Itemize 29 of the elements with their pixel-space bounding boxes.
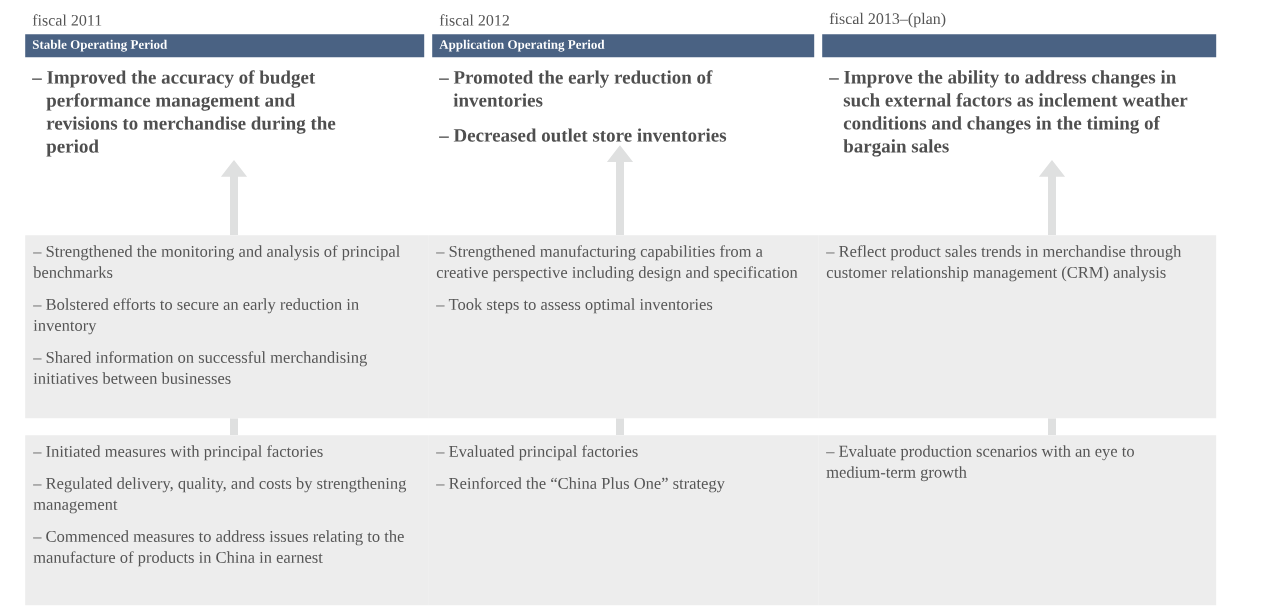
node-label: – Evaluated principal factories: [436, 445, 638, 461]
period-bar: Application Operating Period: [432, 34, 815, 58]
measures-panel: – Strengthened the monitoring and analysis of principal benchmarks – Bolstered efforts to secure an early reduction in inventory – Shared information on successful merchandising initiatives between businesses: [25, 235, 429, 419]
result-text: – Promoted the early reduction of inventories – Decreased outlet store inventories: [439, 70, 727, 142]
period-bar: Stable Operating Period: [25, 34, 425, 58]
year-label: fiscal 2012: [439, 14, 509, 26]
node-label: – Initiated measures with principal factories: [33, 445, 323, 461]
connector-bar: [616, 418, 624, 435]
year-label: fiscal 2011: [32, 14, 102, 26]
node-label: – Strengthened manufacturing capabilities from a creative perspective including design and specification: [436, 245, 798, 282]
node-label: – Evaluate production scenarios with an eye to medium-term growth: [826, 445, 1134, 482]
measures-panel: – Evaluate production scenarios with an eye to medium-term growth: [818, 435, 1217, 606]
measures-panel: – Reflect product sales trends in merchandise through customer relationship management (CRM) analysis: [818, 235, 1217, 419]
measures-panel: – Evaluated principal factories – Reinforced the “China Plus One” strategy: [428, 435, 819, 606]
result-text: – Improve the ability to address changes in such external factors as inclement weather conditions and changes in the timing of bargain sales: [829, 70, 1188, 157]
measures-panel: – Strengthened manufacturing capabilities from a creative perspective including design and specification – Took steps to assess optimal inventories: [428, 235, 819, 419]
node-label: – Reinforced the “China Plus One” strategy: [436, 477, 725, 493]
node-label: – Shared information on successful merchandising initiatives between businesses: [33, 351, 367, 384]
node-label: – Bolstered efforts to secure an early reduction in inventory: [33, 298, 359, 335]
node-label: – Regulated delivery, quality, and costs by strengthening management: [33, 477, 407, 514]
node-label: – Commenced measures to address issues relating to the manufacture of products in China in earnest: [33, 530, 404, 567]
result-text: – Improved the accuracy of budget performance management and revisions to merchandise during the period: [32, 70, 336, 157]
measures-panel: – Initiated measures with principal factories – Regulated delivery, quality, and costs by strengthening management – Commenced measures to address issues relating to the manufacture of products in China in earnest: [25, 435, 429, 606]
node-label: – Reflect product sales trends in merchandise through customer relationship management (CRM) analysis: [826, 245, 1182, 282]
connector-bar: [1048, 418, 1056, 435]
year-label: fiscal 2013–(plan): [829, 12, 946, 28]
connector-bar: [230, 418, 238, 435]
node-label: – Strengthened the monitoring and analysis of principal benchmarks: [33, 245, 400, 278]
node-label: – Took steps to assess optimal inventories: [436, 298, 713, 314]
